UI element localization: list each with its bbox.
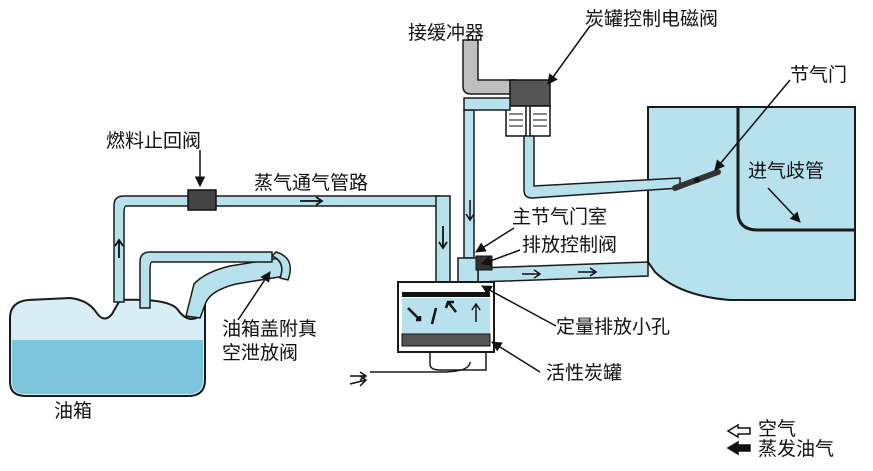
air-inlet-line — [370, 361, 471, 373]
fuel-tank — [9, 296, 206, 397]
label-vapor-line: 蒸气通气管路 — [254, 172, 369, 194]
filler-neck — [185, 251, 291, 319]
buffer-pipe — [462, 39, 516, 95]
legend-air-label: 空气 — [758, 418, 797, 440]
label-charcoal-canister: 活性炭罐 — [546, 362, 623, 384]
charcoal-canister — [397, 281, 495, 371]
label-cap-vacuum-relief-line1: 油箱盖附真 — [222, 318, 318, 340]
label-fuel-check-valve: 燃料止回阀 — [106, 130, 202, 152]
label-throttle: 节气门 — [790, 64, 848, 86]
flow-arrows — [114, 196, 598, 387]
legend-air-arrow-icon — [726, 423, 751, 439]
label-fuel-tank: 油箱 — [54, 400, 93, 422]
throttle-plate — [672, 169, 721, 191]
legend — [726, 423, 751, 456]
legend-vapor-arrow-icon — [726, 440, 751, 456]
leader-lines — [194, 25, 801, 373]
label-buffer: 接缓冲器 — [408, 22, 485, 44]
label-metering-orifice: 定量排放小孔 — [556, 316, 671, 338]
tank-vent-lines — [113, 195, 441, 309]
intake-manifold — [647, 106, 856, 301]
label-throttle-body: 主节气门室 — [512, 206, 608, 228]
legend-vapor-label: 蒸发油气 — [758, 438, 835, 460]
label-cap-vacuum-relief-line2: 空泄放阀 — [222, 341, 299, 364]
fuel-check-valve — [187, 189, 217, 211]
label-canister-solenoid: 炭罐控制电磁阀 — [585, 8, 719, 30]
label-purge-valve: 排放控制阀 — [522, 234, 618, 256]
purge-line — [477, 261, 649, 283]
label-cap-vacuum-relief: 油箱盖附真 空泄放阀 — [222, 318, 317, 366]
canister-solenoid-valve — [505, 79, 551, 137]
label-intake-manifold: 进气歧管 — [748, 160, 825, 182]
